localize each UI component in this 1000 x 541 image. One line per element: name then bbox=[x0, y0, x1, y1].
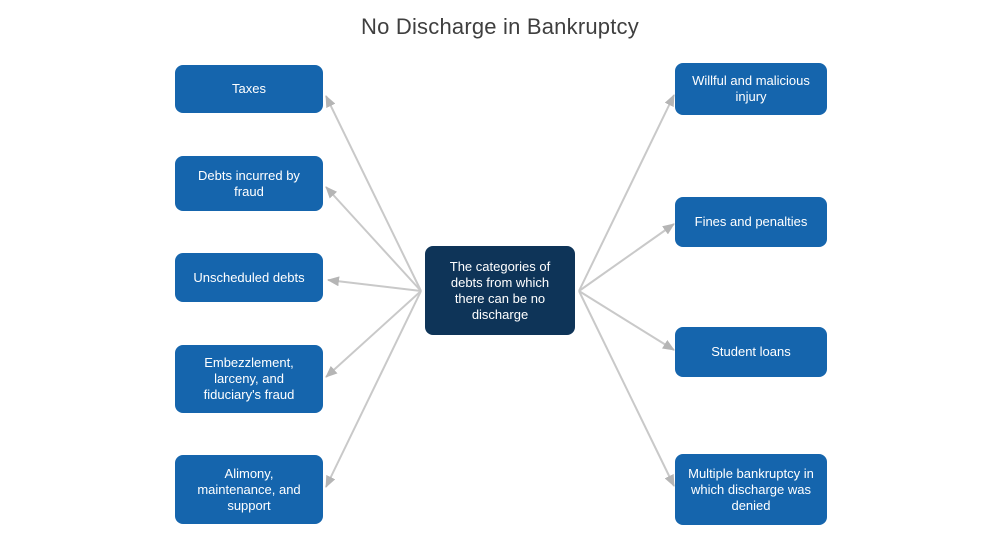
connector-line bbox=[578, 223, 675, 292]
connector-line bbox=[325, 290, 422, 488]
connector-line bbox=[325, 95, 422, 292]
connector-line bbox=[327, 276, 422, 292]
connector-line bbox=[578, 290, 675, 487]
node-taxes: Taxes bbox=[175, 65, 323, 113]
node-unscheduled-debts: Unscheduled debts bbox=[175, 253, 323, 302]
connector-line bbox=[325, 290, 422, 378]
node-alimony-maintenance-support: Alimony, maintenance, and support bbox=[175, 455, 323, 524]
connector-line bbox=[578, 94, 675, 292]
node-multiple-bankruptcy-discharge-denied: Multiple bankruptcy in which discharge w… bbox=[675, 454, 827, 525]
node-fines-and-penalties: Fines and penalties bbox=[675, 197, 827, 247]
node-center-categories: The categories of debts from which there… bbox=[425, 246, 575, 335]
node-debts-incurred-by-fraud: Debts incurred by fraud bbox=[175, 156, 323, 211]
connector-line bbox=[325, 186, 422, 292]
node-embezzlement-larceny-fiduciary-fraud: Embezzlement, larceny, and fiduciary's f… bbox=[175, 345, 323, 413]
node-willful-malicious-injury: Willful and malicious injury bbox=[675, 63, 827, 115]
node-student-loans: Student loans bbox=[675, 327, 827, 377]
diagram-title: No Discharge in Bankruptcy bbox=[361, 14, 639, 39]
connector-line bbox=[578, 290, 675, 351]
